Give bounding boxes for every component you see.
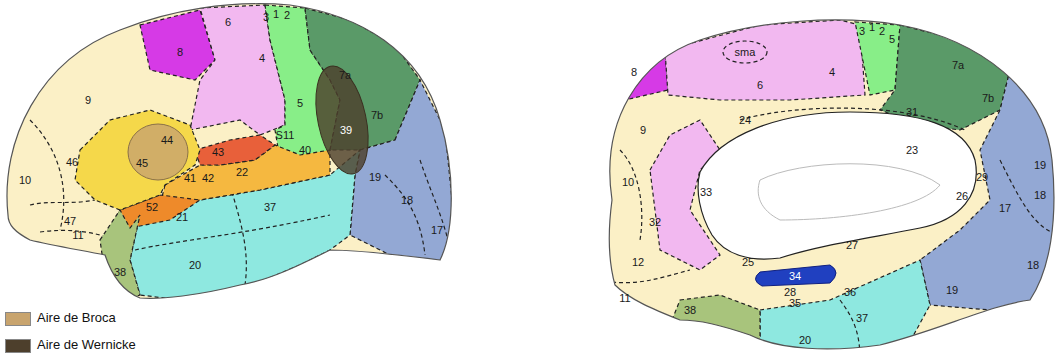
area-number: 39	[340, 124, 352, 136]
area-number: 2	[879, 25, 885, 37]
area-number: 4	[829, 66, 835, 78]
area-number: 18	[401, 194, 413, 206]
area-number: 43	[212, 146, 224, 158]
area-34	[755, 265, 836, 286]
thalamus-outline	[758, 164, 940, 220]
area-number: 45	[136, 157, 148, 169]
area-number: 7a	[339, 69, 351, 81]
area-number: 4	[259, 52, 265, 64]
area-number: 26	[956, 190, 968, 202]
area-number: 7a	[952, 59, 964, 71]
area-number: 20	[189, 259, 201, 271]
corpus-callosum	[698, 112, 976, 259]
area-number: 40	[299, 144, 311, 156]
area-number: 17	[999, 202, 1011, 214]
area-number: 32	[649, 216, 661, 228]
area-number: 23	[906, 144, 918, 156]
area-number: 1	[273, 8, 279, 20]
area-number: sma	[735, 46, 756, 58]
area-number: 35	[789, 297, 801, 309]
area-number: 7b	[371, 109, 383, 121]
area-number: 44	[161, 134, 173, 146]
area-number: 52	[146, 201, 158, 213]
area-number: 18	[1034, 189, 1046, 201]
area-number: 12	[632, 256, 644, 268]
area-number: 21	[176, 211, 188, 223]
area-number: 42	[202, 172, 214, 184]
medial-outline	[609, 20, 1054, 349]
area-number: 5	[297, 97, 303, 109]
area-number: 8	[631, 66, 637, 78]
medial-regions	[609, 20, 1055, 360]
area-number: 24	[739, 114, 751, 126]
lateral-outline	[7, 4, 451, 299]
area-number: 22	[236, 166, 248, 178]
area-number: 28	[784, 286, 796, 298]
area-number: 9	[640, 124, 646, 136]
area-number: 20	[799, 334, 811, 346]
area-number: 25	[742, 256, 754, 268]
area-number: S11	[276, 129, 295, 141]
area-number: 46	[66, 156, 78, 168]
legend-row: Aire de Broca	[5, 310, 116, 326]
legend-text: Aire de Wernicke	[37, 337, 136, 353]
lateral-regions	[7, 4, 455, 300]
broca-area	[128, 124, 188, 180]
area-number: 9	[85, 94, 91, 106]
area-number: 3	[859, 25, 865, 37]
area-number: 19	[369, 171, 381, 183]
area-number: 38	[114, 266, 126, 278]
area-number: 41	[184, 172, 196, 184]
area-number: 33	[700, 186, 712, 198]
area-number: 34	[789, 270, 801, 282]
area-number: 17	[431, 224, 443, 236]
area-number: 5	[889, 33, 895, 45]
area-number: 37	[264, 201, 276, 213]
area-number: 8	[177, 46, 183, 58]
area-number: 11	[619, 292, 630, 304]
area-number: 38	[684, 304, 696, 316]
area-number: 11	[72, 229, 83, 241]
area-number: 3	[263, 11, 269, 23]
area-number: 2	[284, 9, 290, 21]
area-number: 18	[1027, 259, 1039, 271]
legend-text: Aire de Broca	[37, 310, 116, 326]
area-number: 29	[976, 171, 988, 183]
area-number: 7b	[982, 92, 994, 104]
area-number: 1	[869, 21, 875, 33]
area-number: 37	[856, 312, 868, 324]
area-number: 10	[19, 174, 31, 186]
area-number: 27	[846, 239, 858, 251]
legend-swatch	[5, 312, 31, 326]
area-number: 19	[946, 284, 958, 296]
area-number: 31	[906, 106, 918, 118]
legend-row: Aire de Wernicke	[5, 337, 136, 353]
area-number: 10	[622, 176, 634, 188]
area-number: 6	[225, 16, 231, 28]
area-number: 36	[844, 286, 856, 298]
wernicke-area	[307, 61, 377, 179]
legend-swatch	[5, 339, 31, 353]
area-number: 19	[1034, 159, 1046, 171]
area-number: 47	[64, 215, 76, 227]
area-number: 6	[757, 79, 763, 91]
